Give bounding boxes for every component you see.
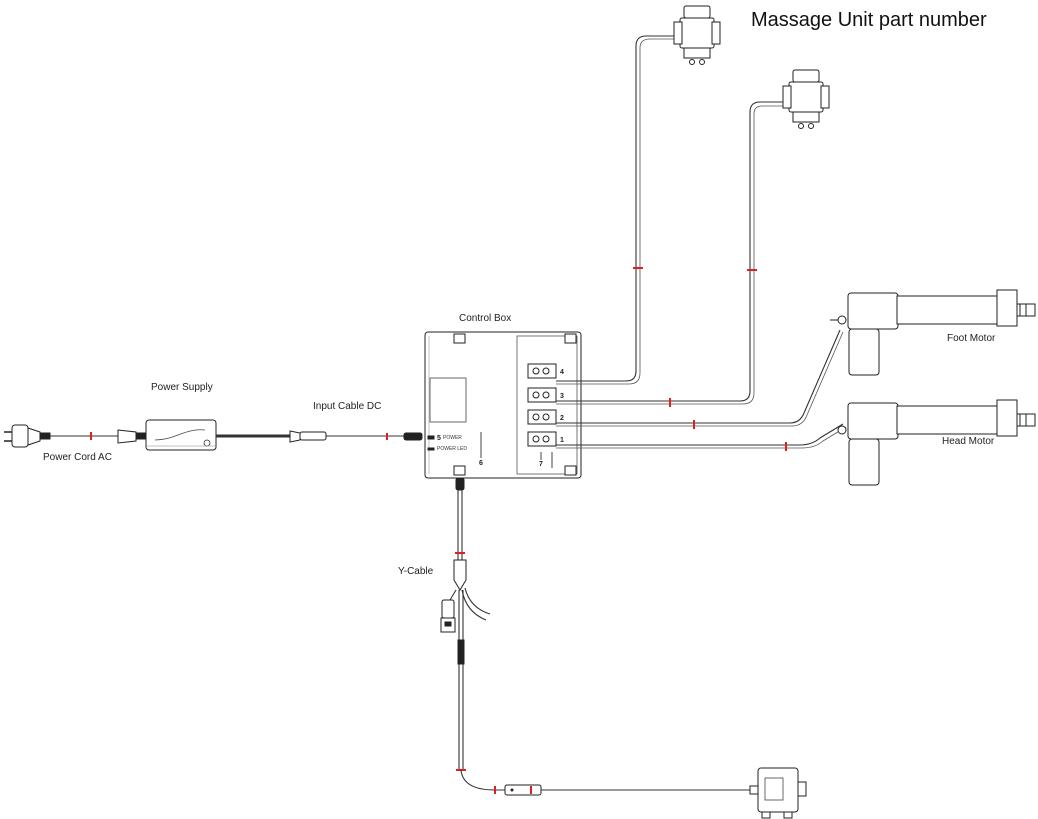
power-text: POWER — [443, 435, 462, 441]
head-motor-cable — [556, 424, 846, 451]
port-7-number: 7 — [539, 461, 543, 468]
massage-unit-1 — [674, 6, 720, 65]
input-cable-dc — [216, 431, 422, 442]
remote-controller — [750, 768, 806, 818]
port-5-number: 5 — [437, 435, 441, 442]
port-3-number: 3 — [560, 393, 564, 400]
power-supply — [146, 420, 216, 450]
port-6-number: 6 — [479, 460, 483, 467]
control-box: 5 POWER POWER LED 6 4 3 2 — [425, 332, 581, 478]
foot-motor-cable — [556, 330, 843, 429]
head-motor-label: Head Motor — [942, 436, 995, 447]
input-cable-label: Input Cable DC — [313, 401, 381, 412]
massage-unit-2 — [783, 70, 829, 129]
control-box-label: Control Box — [459, 313, 511, 324]
power-cord-label: Power Cord AC — [43, 452, 112, 463]
power-supply-label: Power Supply — [151, 382, 213, 393]
y-cable — [441, 478, 750, 795]
diagram-title: Massage Unit part number — [751, 9, 987, 31]
foot-motor-label: Foot Motor — [947, 333, 996, 344]
port-1-number: 1 — [560, 437, 564, 444]
power-cord-ac — [50, 430, 146, 443]
power-cord-plug — [4, 425, 50, 447]
port-2-number: 2 — [560, 415, 564, 422]
y-cable-label: Y-Cable — [398, 566, 434, 577]
massage-unit-2-cable — [556, 102, 788, 407]
port-4-number: 4 — [560, 369, 564, 376]
head-motor — [838, 400, 1035, 485]
power-led-text: POWER LED — [437, 446, 467, 452]
foot-motor — [830, 290, 1035, 375]
